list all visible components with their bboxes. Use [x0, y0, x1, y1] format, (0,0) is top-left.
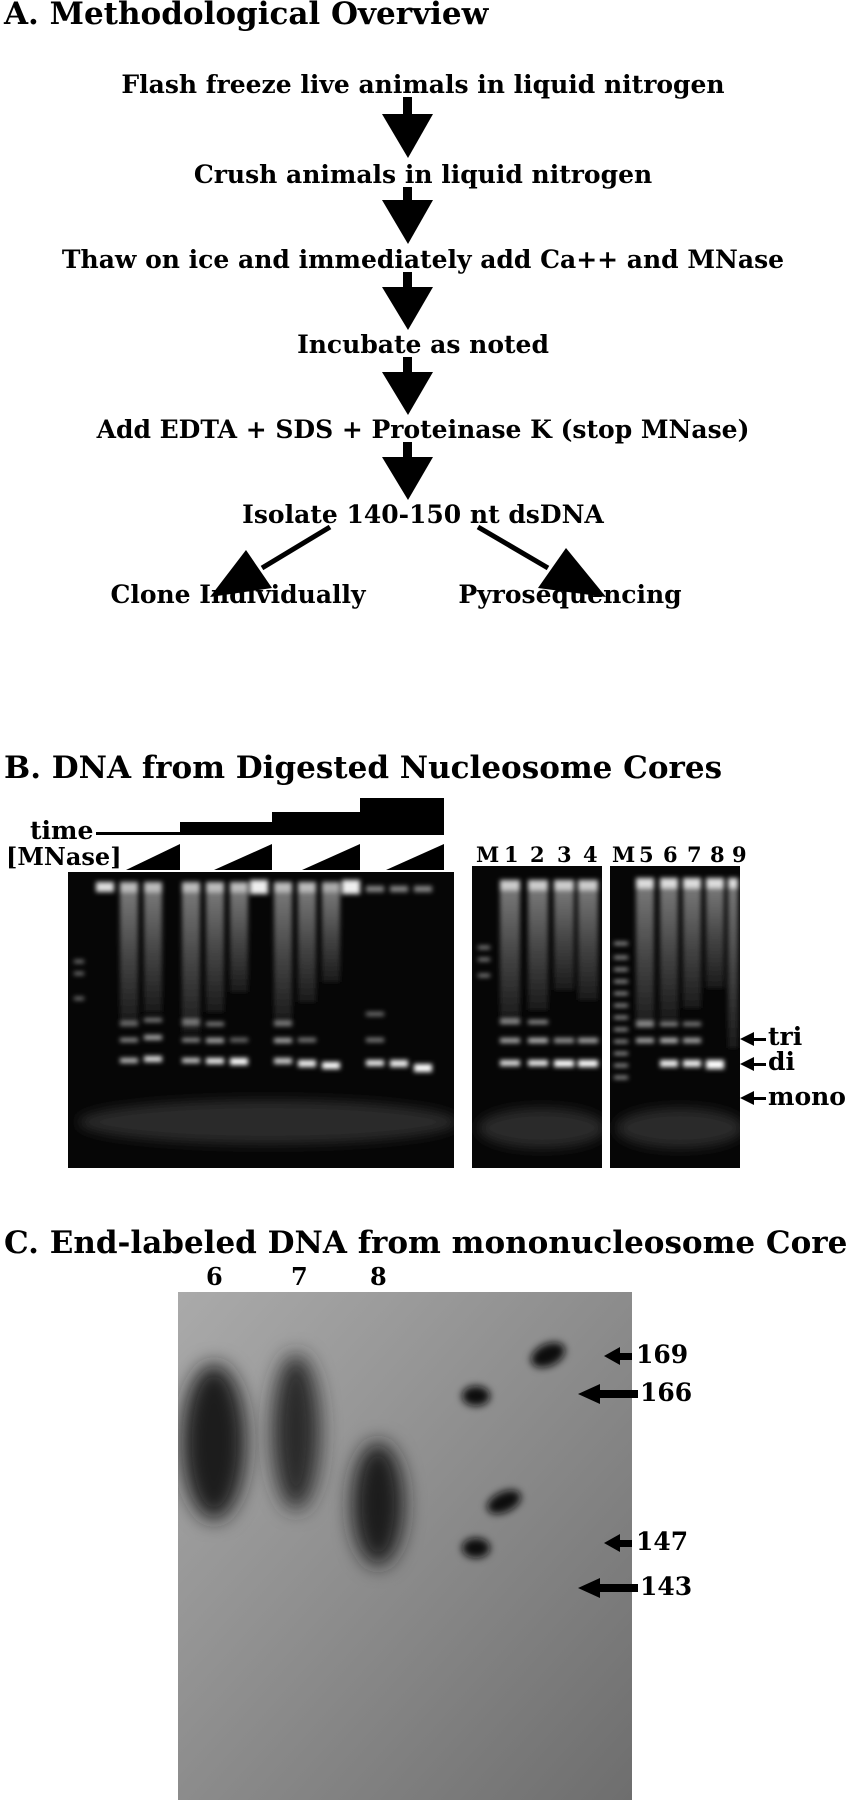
autorad-lane-8: 8 — [370, 1262, 387, 1291]
band-label-mono: mono — [768, 1082, 846, 1111]
lane-label-1: 1 — [504, 842, 519, 867]
mnase-wedge-icon — [126, 844, 180, 870]
arrow-left-icon — [604, 1534, 632, 1552]
gel-time-course — [68, 872, 454, 1168]
time-label: time — [30, 816, 94, 845]
marker-band-143 — [462, 1538, 490, 1558]
lane-6-signal — [182, 1364, 246, 1520]
step-isolate: Isolate 140-150 nt dsDNA — [242, 500, 604, 529]
gel-samples-5-9 — [610, 866, 740, 1168]
gel-samples-1-4 — [472, 866, 602, 1168]
time-step-2 — [272, 812, 360, 835]
panel-a-heading: A. Methodological Overview — [4, 0, 489, 32]
time-step-0 — [96, 832, 180, 835]
diagonal-arrow-right-icon — [476, 524, 606, 597]
panel-c-heading: C. End-labeled DNA from mononucleosome C… — [4, 1225, 846, 1261]
autoradiograph — [178, 1292, 632, 1800]
lane-label-4: 4 — [583, 842, 598, 867]
marker-band-147 — [487, 1490, 521, 1514]
size-label-143: 143 — [640, 1572, 693, 1601]
arrow-left-icon — [578, 1384, 638, 1404]
autorad-lane-6: 6 — [206, 1262, 223, 1291]
down-arrow-icon — [382, 442, 433, 500]
lane-label-3: 3 — [557, 842, 572, 867]
step-thaw: Thaw on ice and immediately add Ca++ and… — [61, 245, 785, 274]
size-label-166: 166 — [640, 1378, 693, 1407]
autorad-lane-7: 7 — [291, 1262, 308, 1291]
step-flash-freeze: Flash freeze live animals in liquid nitr… — [121, 70, 725, 99]
marker-band-169 — [531, 1342, 565, 1368]
mnase-wedge-icon — [386, 844, 444, 870]
step-incubate: Incubate as noted — [297, 330, 549, 359]
arrow-left-icon — [740, 1057, 766, 1071]
arrow-left-icon — [740, 1032, 766, 1046]
band-arrows — [740, 1032, 766, 1105]
lane-label-m: M — [476, 842, 500, 867]
step-stop-mnase: Add EDTA + SDS + Proteinase K (stop MNas… — [96, 415, 750, 444]
step-crush: Crush animals in liquid nitrogen — [193, 160, 653, 189]
lane-8-signal — [352, 1442, 404, 1566]
flow-arrows — [210, 97, 606, 597]
band-label-di: di — [768, 1047, 795, 1076]
mnase-wedge-icon — [302, 844, 360, 870]
lane-label-6: 6 — [663, 842, 678, 867]
lane-label-2: 2 — [530, 842, 545, 867]
arrow-left-icon — [740, 1091, 766, 1105]
down-arrow-icon — [382, 357, 433, 415]
down-arrow-icon — [382, 187, 433, 244]
lane-7-signal — [272, 1354, 320, 1510]
lane-label-5: 5 — [639, 842, 654, 867]
down-arrow-icon — [382, 272, 433, 330]
time-mnase-indicators — [96, 798, 444, 870]
lane-label-7: 7 — [687, 842, 702, 867]
time-step-1 — [180, 822, 272, 835]
marker-band-166 — [462, 1386, 490, 1406]
arrow-left-icon — [578, 1578, 638, 1598]
mnase-wedge-icon — [214, 844, 272, 870]
size-label-169: 169 — [636, 1340, 689, 1369]
size-label-147: 147 — [636, 1527, 689, 1556]
lane-label-8: 8 — [710, 842, 725, 867]
panel-b-heading: B. DNA from Digested Nucleosome Cores — [4, 750, 723, 786]
diagonal-arrow-left-icon — [210, 524, 332, 597]
band-label-tri: tri — [768, 1022, 803, 1051]
time-step-3 — [360, 798, 444, 835]
mnase-label: [MNase] — [6, 842, 122, 871]
down-arrow-icon — [382, 97, 433, 158]
arrow-left-icon — [604, 1347, 632, 1365]
lane-label-m2: M — [612, 842, 636, 867]
lane-label-9: 9 — [732, 842, 747, 867]
